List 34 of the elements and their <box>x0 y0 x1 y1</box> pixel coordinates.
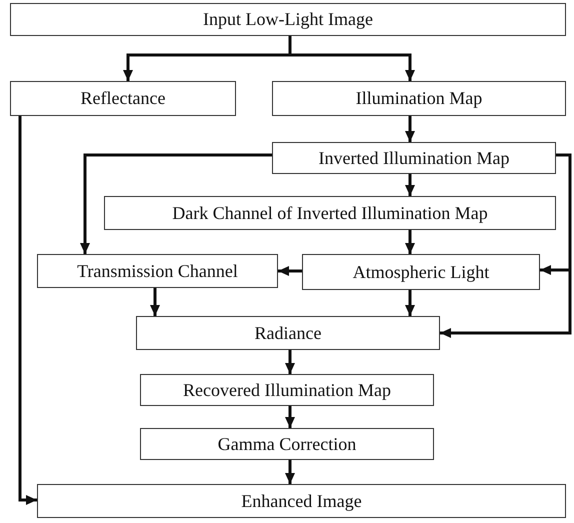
process-box <box>10 3 566 36</box>
box-label: Illumination Map <box>356 87 482 110</box>
box-label: Transmission Channel <box>77 260 238 282</box>
arrow <box>405 290 415 316</box>
process-box <box>140 428 434 460</box>
arrow <box>285 406 295 428</box>
box-label: Input Low-Light Image <box>203 8 373 31</box>
arrow <box>405 230 415 254</box>
box-label: Inverted Illumination Map <box>318 146 510 170</box>
arrow <box>150 288 160 316</box>
process-box <box>37 484 566 518</box>
process-box <box>140 374 434 406</box>
process-box <box>272 142 556 174</box>
box-label: Reflectance <box>80 87 166 110</box>
process-box <box>272 81 566 116</box>
arrow <box>278 266 302 276</box>
arrow <box>285 460 295 484</box>
box-label: Enhanced Image <box>241 490 362 512</box>
process-box <box>104 196 556 230</box>
process-box <box>37 254 278 288</box>
process-box <box>302 254 540 290</box>
box-label: Radiance <box>254 322 322 344</box>
arrow <box>440 154 572 338</box>
arrow <box>18 116 37 505</box>
box-label: Gamma Correction <box>218 432 356 456</box>
process-box <box>136 316 440 350</box>
arrow <box>285 350 295 374</box>
arrow <box>80 154 272 254</box>
arrow <box>405 116 415 142</box>
box-label: Recovered Illumination Map <box>183 378 391 402</box>
box-label: Atmospheric Light <box>352 260 490 284</box>
process-box <box>10 81 236 116</box>
box-label: Dark Channel of Inverted Illumination Map <box>172 202 488 224</box>
arrow <box>405 174 415 196</box>
